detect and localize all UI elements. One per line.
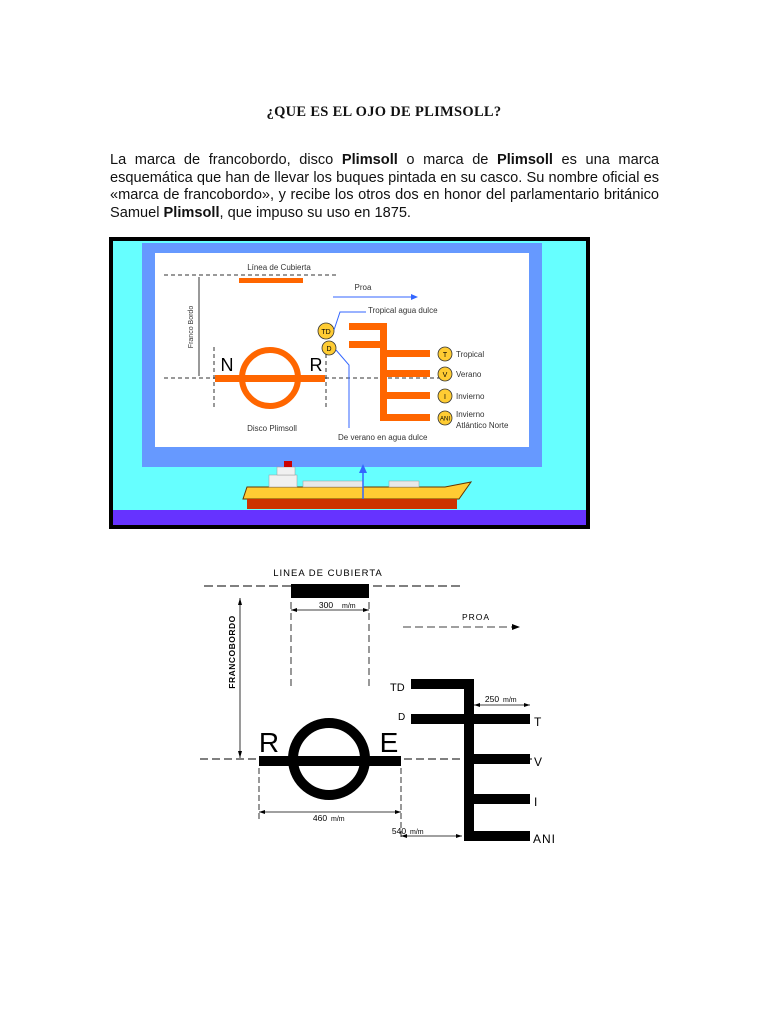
label-v: V bbox=[534, 755, 542, 769]
deck-line-bar bbox=[291, 584, 369, 598]
atlantico-norte-label: Atlántico Norte bbox=[456, 421, 509, 430]
circle-td bbox=[317, 322, 335, 340]
svg-text:TD: TD bbox=[321, 329, 330, 336]
figure1-panel bbox=[155, 253, 529, 447]
letter-e-2: E bbox=[380, 727, 399, 758]
circle-d bbox=[321, 340, 337, 356]
tropical-fresh-label: Tropical agua dulce bbox=[368, 306, 438, 315]
plimsoll-disc bbox=[239, 347, 301, 409]
label-d: D bbox=[398, 712, 405, 723]
label-i: I bbox=[534, 795, 537, 809]
page-title: ¿QUE ES EL OJO DE PLIMSOLL? bbox=[266, 104, 502, 120]
plimsoll-disc-2 bbox=[288, 718, 370, 800]
fresh-summer-label: De verano en agua dulce bbox=[338, 433, 428, 442]
intro-paragraph: La marca de francobordo, disco Plimsoll … bbox=[110, 152, 659, 222]
disc-width-unit: m/m bbox=[331, 816, 345, 823]
disc-label: Disco Plimsoll bbox=[247, 424, 297, 433]
offset-unit: m/m bbox=[410, 829, 424, 836]
paragraph-text: es una marca esquemática que han de llev… bbox=[110, 152, 659, 221]
bow-label-2: PROA bbox=[462, 612, 490, 622]
plimsoll-term: Plimsoll bbox=[497, 152, 553, 168]
francobordo-label-2: FRANCOBORDO bbox=[227, 615, 237, 689]
paragraph-text: o marca de bbox=[397, 152, 497, 168]
disc-bar-2 bbox=[259, 756, 401, 766]
svg-text:V: V bbox=[443, 372, 448, 379]
bow-label: Proa bbox=[355, 283, 372, 292]
svg-text:D: D bbox=[326, 346, 331, 353]
francobordo-label: Franco Bordo bbox=[188, 306, 195, 349]
plimsoll-term: Plimsoll bbox=[341, 152, 398, 168]
svg-text:I: I bbox=[444, 394, 446, 401]
load-line-labels: T Tropical V Verano I Invierno ANI Invie… bbox=[437, 346, 509, 430]
invierno-ani-label: Invierno bbox=[456, 410, 485, 419]
deck-width-unit: m/m bbox=[342, 603, 356, 610]
label-td: TD bbox=[390, 682, 405, 694]
label-ani: ANI bbox=[533, 832, 556, 846]
line-length-unit: m/m bbox=[503, 697, 517, 704]
letter-r: R bbox=[310, 355, 323, 375]
paragraph-text: La marca de francobordo, disco bbox=[110, 152, 342, 168]
line-length-value: 250 bbox=[485, 694, 499, 704]
disc-horizontal-bar bbox=[215, 375, 325, 382]
deck-line-mark bbox=[239, 278, 303, 283]
load-line-vertical bbox=[380, 323, 387, 421]
label-t: T bbox=[534, 715, 542, 729]
circle-t bbox=[437, 346, 453, 362]
plimsoll-technical-figure: LINEA DE CUBIERTA 300 m/m FRANCOBORDO PR… bbox=[200, 568, 556, 846]
disc-width-value: 460 bbox=[313, 813, 327, 823]
deck-line-label-2: LINEA DE CUBIERTA bbox=[273, 568, 383, 579]
svg-text:ANI: ANI bbox=[440, 417, 450, 423]
circle-i bbox=[437, 388, 453, 404]
invierno-label: Invierno bbox=[456, 392, 485, 401]
plimsoll-color-figure: Franco Bordo Línea de Cubierta Proa N R … bbox=[109, 237, 590, 529]
paragraph-text: , que impuso su uso en 1875. bbox=[219, 204, 411, 221]
circle-ani bbox=[437, 410, 453, 426]
circle-v bbox=[437, 366, 453, 382]
svg-text:T: T bbox=[443, 352, 448, 359]
plimsoll-term: Plimsoll bbox=[163, 204, 220, 221]
deck-width-value: 300 bbox=[319, 600, 333, 610]
water bbox=[113, 510, 586, 525]
tropical-label: Tropical bbox=[456, 350, 484, 359]
verano-label: Verano bbox=[456, 370, 482, 379]
offset-value: 540 bbox=[392, 826, 406, 836]
deck-line-label: Línea de Cubierta bbox=[247, 263, 311, 272]
letter-n: N bbox=[221, 355, 234, 375]
letter-r-2: R bbox=[259, 727, 279, 758]
